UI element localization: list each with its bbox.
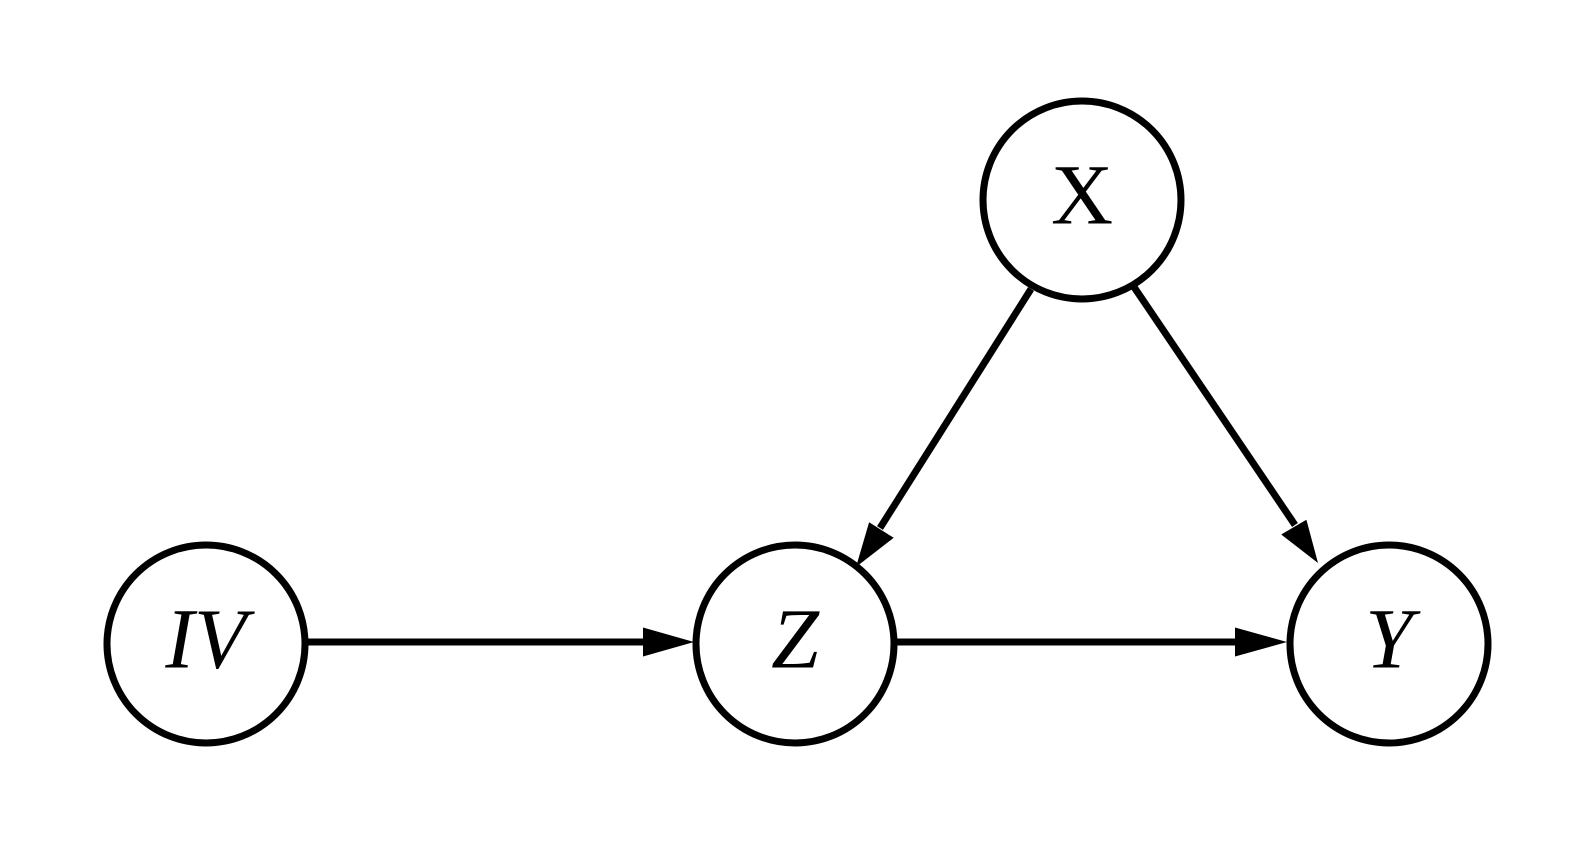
node-z[interactable]: Z xyxy=(692,541,898,747)
edge-x-to-z[interactable] xyxy=(856,287,1034,567)
node-x-circle xyxy=(979,97,1185,303)
edge-z-to-y[interactable] xyxy=(895,627,1287,657)
node-z-circle xyxy=(692,541,898,747)
node-z-label: Z xyxy=(771,591,820,687)
edge-x-to-y[interactable] xyxy=(1131,285,1318,563)
node-iv-label: IV xyxy=(164,591,255,687)
node-y-label: Y xyxy=(1365,591,1421,687)
edge-x-to-y-shaft xyxy=(1131,285,1298,527)
node-y-circle xyxy=(1286,541,1492,747)
node-x[interactable]: X xyxy=(979,97,1185,303)
node-iv-circle xyxy=(103,541,309,747)
node-y[interactable]: Y xyxy=(1286,541,1492,747)
node-x-label: X xyxy=(1051,147,1113,243)
node-iv[interactable]: IV xyxy=(103,541,309,747)
edge-z-to-y-arrowhead xyxy=(1235,627,1287,657)
edge-iv-to-z[interactable] xyxy=(307,627,694,657)
edge-x-to-y-arrowhead xyxy=(1281,519,1318,563)
edge-x-to-z-arrowhead xyxy=(856,522,894,567)
edge-iv-to-z-arrowhead xyxy=(643,627,694,657)
edge-x-to-z-shaft xyxy=(877,287,1034,530)
